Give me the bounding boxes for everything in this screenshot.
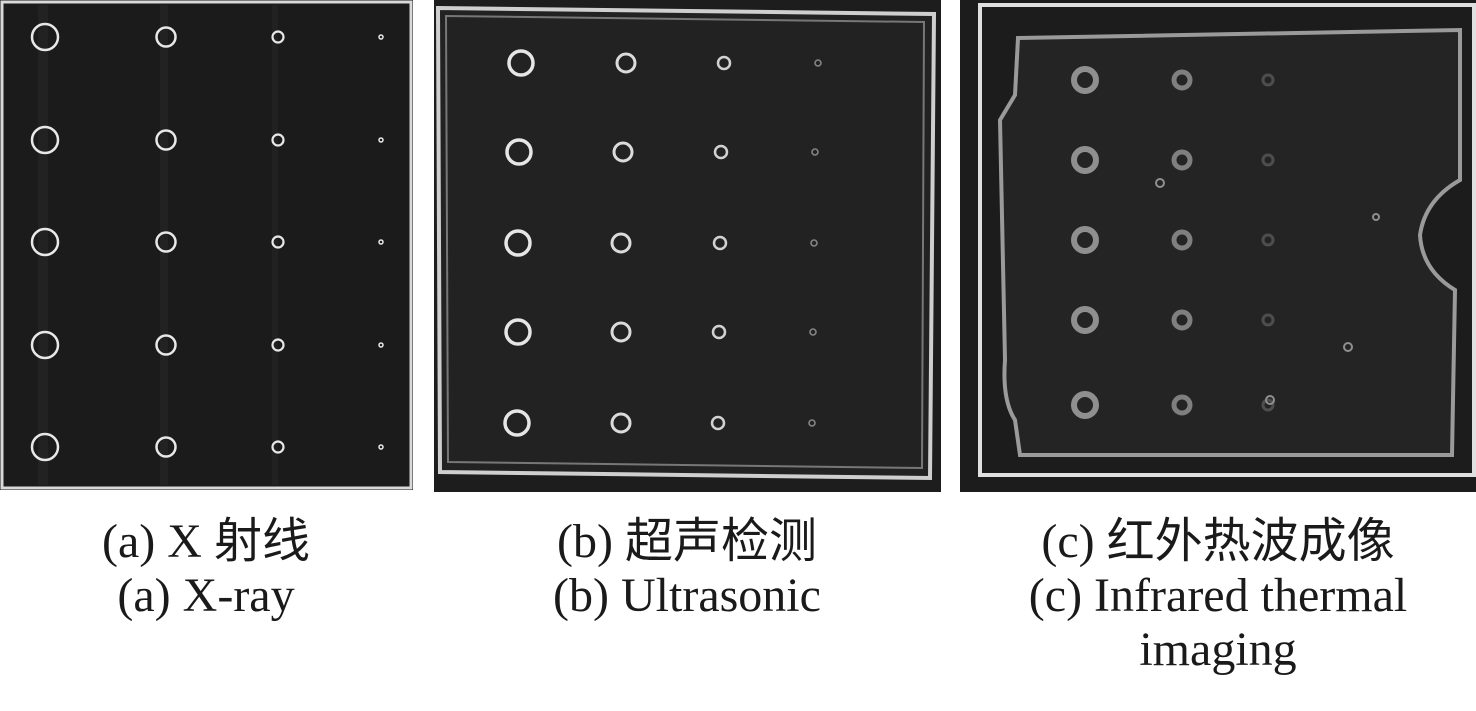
caption-xray: (a) X 射线 (a) X-ray [0, 515, 412, 623]
defect-ring [378, 137, 384, 143]
defect-ring [378, 239, 384, 245]
caption-infrared-en-line2: imaging [1139, 623, 1297, 676]
defect-ring [1261, 313, 1275, 327]
defect-ring [1261, 153, 1275, 167]
defect-ring [610, 232, 632, 254]
defect-ring [716, 55, 732, 71]
defect-spot [1265, 395, 1275, 405]
defect-ring [503, 409, 531, 437]
defect-ring [713, 144, 729, 160]
defect-ring [504, 318, 532, 346]
defect-ring [1071, 146, 1099, 174]
caption-xray-cn: (a) X 射线 [102, 515, 310, 568]
defect-ring [712, 235, 728, 251]
defect-ring [808, 419, 816, 427]
defect-ring [30, 432, 60, 462]
defect-ring [1171, 309, 1193, 331]
defect-ring [378, 34, 384, 40]
defect-ring [610, 412, 632, 434]
defect-ring [271, 338, 285, 352]
defect-ring [155, 231, 177, 253]
defect-spot [1343, 342, 1353, 352]
defect-ring [612, 141, 634, 163]
defect-ring [811, 148, 819, 156]
defect-ring [1071, 66, 1099, 94]
ultrasonic-defect-rings [503, 49, 822, 437]
defect-ring [30, 125, 60, 155]
defect-ring [711, 324, 727, 340]
defect-spot [1155, 178, 1165, 188]
defect-ring [507, 49, 535, 77]
xray-defect-rings [30, 22, 384, 462]
xray-image [0, 0, 413, 490]
defect-ring [155, 436, 177, 458]
defect-ring [1261, 233, 1275, 247]
defect-ring [271, 440, 285, 454]
defect-ring [1171, 69, 1193, 91]
defect-ring [810, 239, 818, 247]
defect-ring [1261, 73, 1275, 87]
caption-ultrasonic-en: (b) Ultrasonic [553, 569, 821, 622]
defect-ring [271, 235, 285, 249]
defect-ring [1071, 306, 1099, 334]
caption-infrared-en-line1: (c) Infrared thermal [1028, 569, 1408, 622]
defect-ring [271, 133, 285, 147]
defect-ring [155, 129, 177, 151]
panel-ultrasonic-image [434, 0, 941, 492]
infrared-defect-rings [1071, 66, 1380, 419]
defect-ring [1171, 229, 1193, 251]
defect-ring [504, 229, 532, 257]
defect-ring [155, 26, 177, 48]
defect-ring [378, 342, 384, 348]
defect-ring [30, 22, 60, 52]
infrared-image [960, 0, 1476, 492]
defect-ring [1071, 391, 1099, 419]
defect-ring [155, 334, 177, 356]
panel-xray-image [0, 0, 413, 490]
caption-infrared-cn: (c) 红外热波成像 [1041, 515, 1395, 568]
defect-ring [615, 52, 637, 74]
defect-ring [1171, 149, 1193, 171]
defect-ring [809, 328, 817, 336]
defect-spot [1372, 213, 1380, 221]
caption-xray-en: (a) X-ray [117, 569, 295, 622]
ultrasonic-image [434, 0, 941, 492]
defect-ring [1171, 394, 1193, 416]
caption-ultrasonic: (b) 超声检测 (b) Ultrasonic [434, 515, 940, 623]
defect-ring [610, 321, 632, 343]
defect-ring [814, 59, 822, 67]
defect-ring [505, 138, 533, 166]
defect-ring [1071, 226, 1099, 254]
defect-ring [30, 227, 60, 257]
panel-infrared-image [960, 0, 1476, 492]
defect-ring [1261, 398, 1275, 412]
defect-ring [271, 30, 285, 44]
caption-ultrasonic-cn: (b) 超声检测 [557, 515, 817, 568]
caption-infrared: (c) 红外热波成像 (c) Infrared thermal imaging [960, 515, 1476, 677]
defect-ring [710, 415, 726, 431]
defect-ring [30, 330, 60, 360]
defect-ring [378, 444, 384, 450]
